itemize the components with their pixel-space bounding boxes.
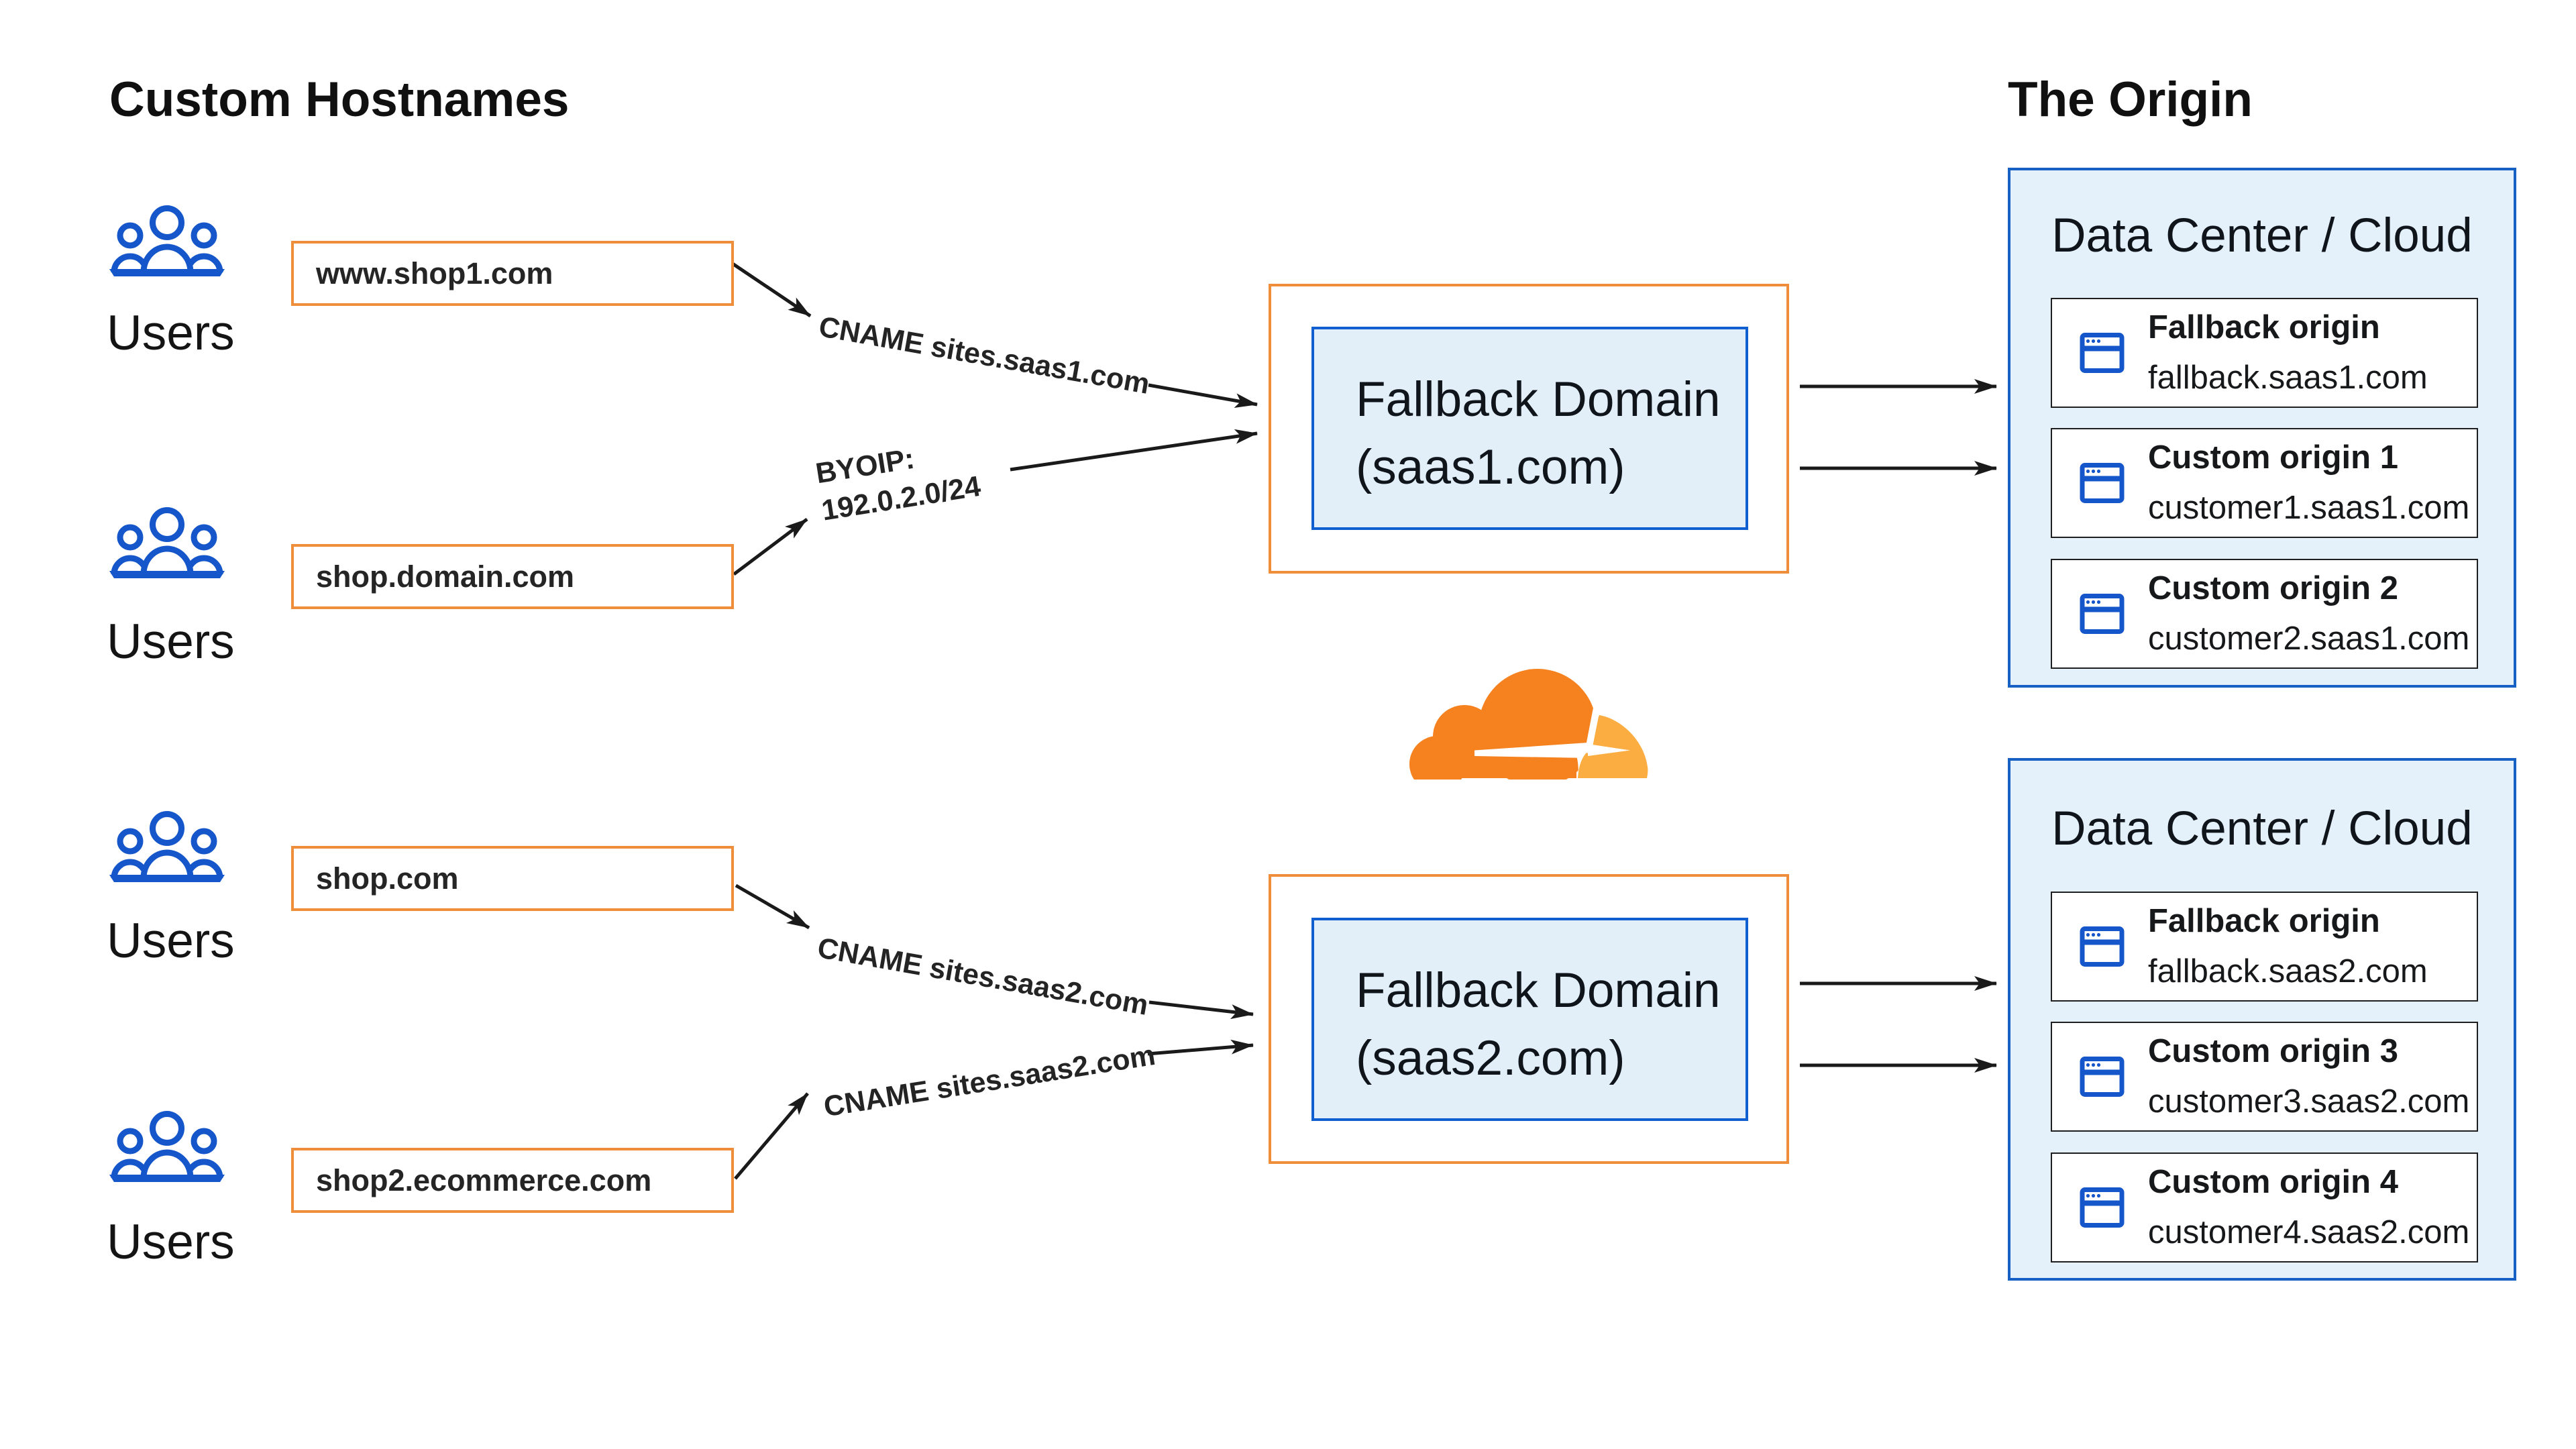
fallback-domain-2-outer: Fallback Domain (saas2.com)	[1269, 874, 1789, 1164]
users-icon	[107, 809, 227, 886]
arrow-shop-to-cname2	[735, 883, 810, 930]
route-label-byoip: BYOIP: 192.0.2.0/24	[813, 431, 983, 530]
route-label-cname-saas2-lower: CNAME sites.saas2.com	[821, 1038, 1158, 1124]
origin-card-fallback-saas1: Fallback origin fallback.saas1.com	[2051, 298, 2478, 408]
origin-card-custom3: Custom origin 3 customer3.saas2.com	[2051, 1022, 2478, 1132]
route-label-cname-saas1: CNAME sites.saas1.com	[816, 310, 1152, 400]
users-label-3: Users	[107, 914, 235, 968]
fallback-domain-1-outer: Fallback Domain (saas1.com)	[1269, 284, 1789, 574]
users-label-1: Users	[107, 306, 235, 360]
arrow-cname3-to-fallback2	[1147, 1039, 1254, 1056]
origin-host: fallback.saas2.com	[2148, 953, 2428, 989]
arrow-cname-to-fallback1	[1148, 383, 1258, 409]
fallback-domain-2-line2: (saas2.com)	[1356, 1030, 1625, 1085]
origin-name: Custom origin 1	[2148, 439, 2398, 476]
data-center-1: Data Center / Cloud Fallback origin fall…	[2008, 168, 2516, 688]
fallback-domain-1-line1: Fallback Domain	[1356, 372, 1721, 427]
origin-host: customer3.saas2.com	[2148, 1083, 2470, 1120]
origin-card-custom1: Custom origin 1 customer1.saas1.com	[2051, 428, 2478, 538]
hostname-box-shop1: www.shop1.com	[291, 241, 734, 306]
hostname-shop2: shop2.ecommerce.com	[316, 1163, 652, 1197]
browser-window-icon	[2080, 1056, 2125, 1097]
hostname-box-shop2: shop2.ecommerce.com	[291, 1148, 734, 1213]
cloudflare-logo-icon	[1409, 669, 1650, 792]
data-center-2: Data Center / Cloud Fallback origin fall…	[2008, 758, 2516, 1281]
hostname-shop: shop.com	[316, 861, 459, 896]
hostname-box-shopdomain: shop.domain.com	[291, 544, 734, 609]
browser-window-icon	[2080, 462, 2125, 504]
right-section-title: The Origin	[2008, 72, 2253, 127]
arrow-cname2-to-fallback2	[1148, 1000, 1254, 1020]
origin-name: Fallback origin	[2148, 903, 2380, 939]
users-label-2: Users	[107, 614, 235, 669]
origin-card-custom4: Custom origin 4 customer4.saas2.com	[2051, 1152, 2478, 1263]
fallback-domain-1: Fallback Domain (saas1.com)	[1311, 327, 1748, 530]
users-icon	[107, 505, 227, 582]
hostname-shopdomain: shop.domain.com	[316, 559, 575, 594]
origin-host: fallback.saas1.com	[2148, 360, 2428, 396]
origin-card-custom2: Custom origin 2 customer2.saas1.com	[2051, 559, 2478, 669]
route-label-cname-saas2-upper: CNAME sites.saas2.com	[814, 931, 1151, 1022]
arrow-shop1-to-cname	[731, 262, 812, 318]
left-section-title: Custom Hostnames	[109, 72, 570, 127]
users-label-4: Users	[107, 1215, 235, 1269]
origin-name: Custom origin 4	[2148, 1164, 2398, 1200]
origin-name: Custom origin 3	[2148, 1033, 2398, 1069]
origin-host: customer1.saas1.com	[2148, 490, 2470, 526]
origin-name: Custom origin 2	[2148, 570, 2398, 606]
arrow-shop2-to-cname3	[734, 1092, 809, 1180]
arrow-byoip-to-fallback1	[1010, 429, 1258, 472]
fallback-domain-1-line2: (saas1.com)	[1356, 439, 1625, 494]
fallback-domain-2-line1: Fallback Domain	[1356, 963, 1721, 1018]
origin-host: customer4.saas2.com	[2148, 1214, 2470, 1250]
fallback-domain-2: Fallback Domain (saas2.com)	[1311, 918, 1748, 1121]
origin-name: Fallback origin	[2148, 309, 2380, 345]
data-center-1-title: Data Center / Cloud	[2051, 209, 2473, 262]
users-icon	[107, 203, 227, 280]
browser-window-icon	[2080, 926, 2125, 967]
browser-window-icon	[2080, 332, 2125, 374]
origin-host: customer2.saas1.com	[2148, 621, 2470, 657]
browser-window-icon	[2080, 1187, 2125, 1228]
browser-window-icon	[2080, 593, 2125, 635]
hostname-box-shop: shop.com	[291, 846, 734, 911]
data-center-2-title: Data Center / Cloud	[2051, 802, 2473, 855]
arrow-shopdomain-to-byoip	[733, 518, 808, 576]
hostname-shop1: www.shop1.com	[316, 256, 553, 290]
origin-card-fallback-saas2: Fallback origin fallback.saas2.com	[2051, 892, 2478, 1002]
users-icon	[107, 1109, 227, 1186]
